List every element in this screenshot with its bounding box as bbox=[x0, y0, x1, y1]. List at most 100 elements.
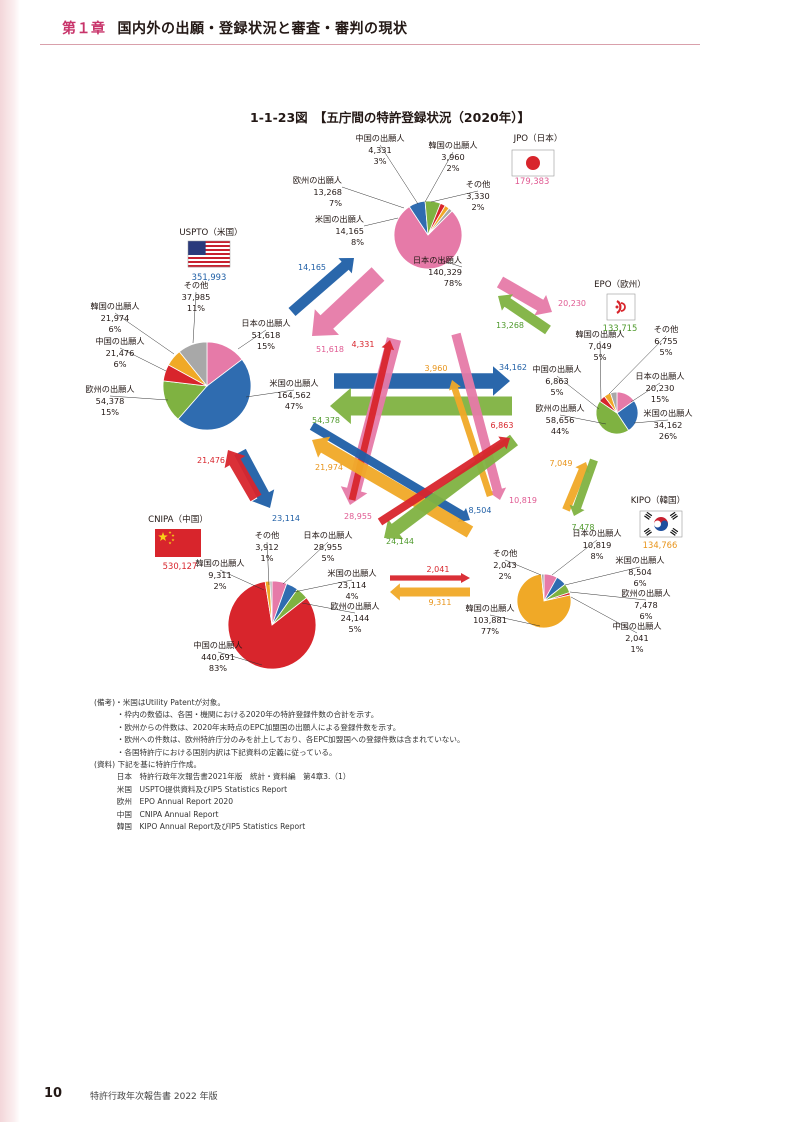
kipo-slice-name: 欧州の出願人 bbox=[621, 588, 670, 598]
epo-office-label: EPO（欧州） bbox=[594, 278, 646, 290]
jpo-pie-slice bbox=[427, 207, 453, 236]
korea-flag-trigram bbox=[645, 529, 651, 535]
flow-value-cnipa-to-jpo: 4,331 bbox=[352, 340, 375, 349]
kipo-slice-pct: 1% bbox=[631, 644, 644, 654]
uspto-pie-slice bbox=[177, 358, 252, 431]
chart-notes: (備考)・米国はUtility Patentが対象。 ・枠内の数値は、各国・機関… bbox=[94, 697, 465, 833]
kipo-slice-pct: 2% bbox=[499, 571, 512, 581]
cnipa-leader-line bbox=[266, 541, 270, 586]
uspto-total: 351,993 bbox=[192, 272, 227, 282]
usa-flag-stripe bbox=[188, 265, 230, 268]
note-line: ・欧州からの件数は、2020年末時点のEPC加盟国の出願人による登録件数を示す。 bbox=[94, 722, 401, 732]
epo-slice-value: 6,755 bbox=[654, 336, 677, 346]
uspto-leader-line bbox=[114, 312, 175, 355]
kipo-office-label: KIPO（韓国） bbox=[631, 495, 686, 506]
epo-slice-value: 58,656 bbox=[546, 415, 575, 425]
china-flag-star bbox=[171, 533, 175, 537]
epo-slice-pct: 26% bbox=[659, 431, 677, 441]
uspto-slice-value: 21,476 bbox=[106, 348, 135, 358]
cnipa-slice-value: 24,144 bbox=[341, 613, 370, 623]
cnipa-pie-slice bbox=[227, 581, 317, 670]
flow-value-kipo-to-uspto: 21,974 bbox=[315, 463, 343, 472]
kipo-slice-pct: 77% bbox=[481, 626, 499, 636]
epo-leader-line bbox=[559, 414, 607, 425]
kipo-slice-name: 韓国の出願人 bbox=[465, 603, 514, 613]
jpo-slice-pct: 3% bbox=[374, 156, 387, 166]
note-line: 欧州 EPO Annual Report 2020 bbox=[94, 797, 234, 807]
note-line: ・各国特許庁における国別内訳は下記資料の定義に従っている。 bbox=[94, 747, 337, 757]
jpo-total: 179,383 bbox=[515, 176, 550, 186]
cnipa-slice-pct: 2% bbox=[214, 581, 227, 591]
flow-value-kipo-to-jpo: 3,960 bbox=[425, 364, 448, 373]
kipo-slice-pct: 6% bbox=[640, 611, 653, 621]
kipo-slice-pct: 8% bbox=[591, 551, 604, 561]
epo-leader-line bbox=[599, 340, 602, 402]
note-line: (備考)・米国はUtility Patentが対象。 bbox=[94, 698, 225, 707]
flow-arrow-kipo-to-epo bbox=[562, 462, 590, 512]
flow-value-uspto-to-cnipa: 23,114 bbox=[272, 514, 300, 523]
kipo-slice-value: 2,043 bbox=[493, 560, 516, 570]
flow-value-epo-to-kipo: 7,478 bbox=[572, 523, 595, 532]
jpo-slice-name: 韓国の出願人 bbox=[428, 140, 477, 150]
flow-arrow-epo-to-kipo bbox=[569, 458, 598, 516]
usa-flag-stripe bbox=[188, 259, 230, 262]
kipo-slice-value: 7,478 bbox=[634, 600, 657, 610]
flow-arrow-epo-to-uspto bbox=[330, 387, 512, 425]
jpo-slice-value: 3,330 bbox=[466, 191, 489, 201]
flow-arrow-jpo-to-epo bbox=[496, 276, 552, 316]
cnipa-slice-pct: 5% bbox=[349, 624, 362, 634]
jpo-slice-name: 米国の出願人 bbox=[315, 214, 364, 224]
japan-flag-sun bbox=[526, 156, 540, 170]
usa-flag-stripe bbox=[188, 243, 230, 246]
china-flag-star bbox=[168, 530, 172, 534]
cnipa-slice-value: 28,955 bbox=[314, 542, 343, 552]
office-flags bbox=[155, 149, 683, 557]
cnipa-slice-name: 中国の出願人 bbox=[193, 640, 242, 650]
epo-logo-dot bbox=[615, 305, 619, 309]
uspto-slice-value: 164,562 bbox=[277, 390, 311, 400]
epo-logo-arc bbox=[616, 300, 622, 314]
cnipa-slice-name: 欧州の出願人 bbox=[330, 601, 379, 611]
epo-pie-slice bbox=[595, 400, 630, 435]
epo-slice-name: 日本の出願人 bbox=[635, 371, 684, 381]
epo-logo-arc bbox=[620, 302, 626, 312]
epo-slice-name: 中国の出願人 bbox=[532, 364, 581, 374]
uspto-slice-name: その他 bbox=[184, 280, 209, 290]
cnipa-slice-value: 23,114 bbox=[338, 580, 367, 590]
flow-arrow-cnipa-to-kipo bbox=[390, 573, 470, 583]
cnipa-leader-line bbox=[219, 569, 265, 591]
epo-slice-name: 欧州の出願人 bbox=[535, 403, 584, 413]
usa-flag-stripe bbox=[188, 245, 230, 248]
usa-flag-stripe bbox=[188, 253, 230, 256]
jpo-office-label: JPO（日本） bbox=[513, 132, 563, 144]
uspto-slice-pct: 11% bbox=[187, 303, 205, 313]
flow-value-epo-to-jpo: 13,268 bbox=[496, 321, 524, 330]
usa-flag-stripe bbox=[188, 261, 230, 264]
flow-arrow-jpo-to-uspto bbox=[312, 267, 385, 336]
uspto-slice-value: 54,378 bbox=[96, 396, 125, 406]
korea-flag-taegeuk bbox=[654, 520, 668, 531]
kipo-slice-value: 103,881 bbox=[473, 615, 507, 625]
cnipa-slice-pct: 83% bbox=[209, 663, 227, 673]
chapter-header: 第１章国内外の出願・登録状況と審査・審判の現状 bbox=[62, 18, 408, 38]
china-flag-icon bbox=[155, 529, 201, 557]
flow-arrow-cnipa-to-epo bbox=[377, 436, 510, 526]
usa-flag-stripe bbox=[188, 247, 230, 250]
usa-flag-stripe bbox=[188, 241, 230, 244]
flow-value-uspto-to-epo: 34,162 bbox=[499, 363, 527, 372]
flow-arrow-kipo-to-uspto bbox=[312, 436, 474, 538]
cnipa-leader-line bbox=[293, 579, 353, 593]
korea-flag-trigram bbox=[670, 531, 676, 536]
epo-slice-value: 7,049 bbox=[588, 341, 611, 351]
page-number: 10 bbox=[44, 1086, 63, 1101]
cnipa-slice-pct: 4% bbox=[346, 591, 359, 601]
uspto-slice-name: 日本の出願人 bbox=[241, 318, 290, 328]
jpo-slice-name: 日本の出願人 bbox=[413, 255, 462, 265]
korea-flag-trigram bbox=[672, 527, 679, 533]
kipo-leader-line bbox=[564, 566, 641, 586]
uspto-slice-name: 米国の出願人 bbox=[269, 378, 318, 388]
flow-value-cnipa-to-uspto: 21,476 bbox=[197, 456, 225, 465]
uspto-slice-name: 欧州の出願人 bbox=[85, 384, 134, 394]
flow-arrow-cnipa-to-uspto bbox=[224, 450, 262, 502]
uspto-office-label: USPTO（米国） bbox=[179, 226, 242, 238]
